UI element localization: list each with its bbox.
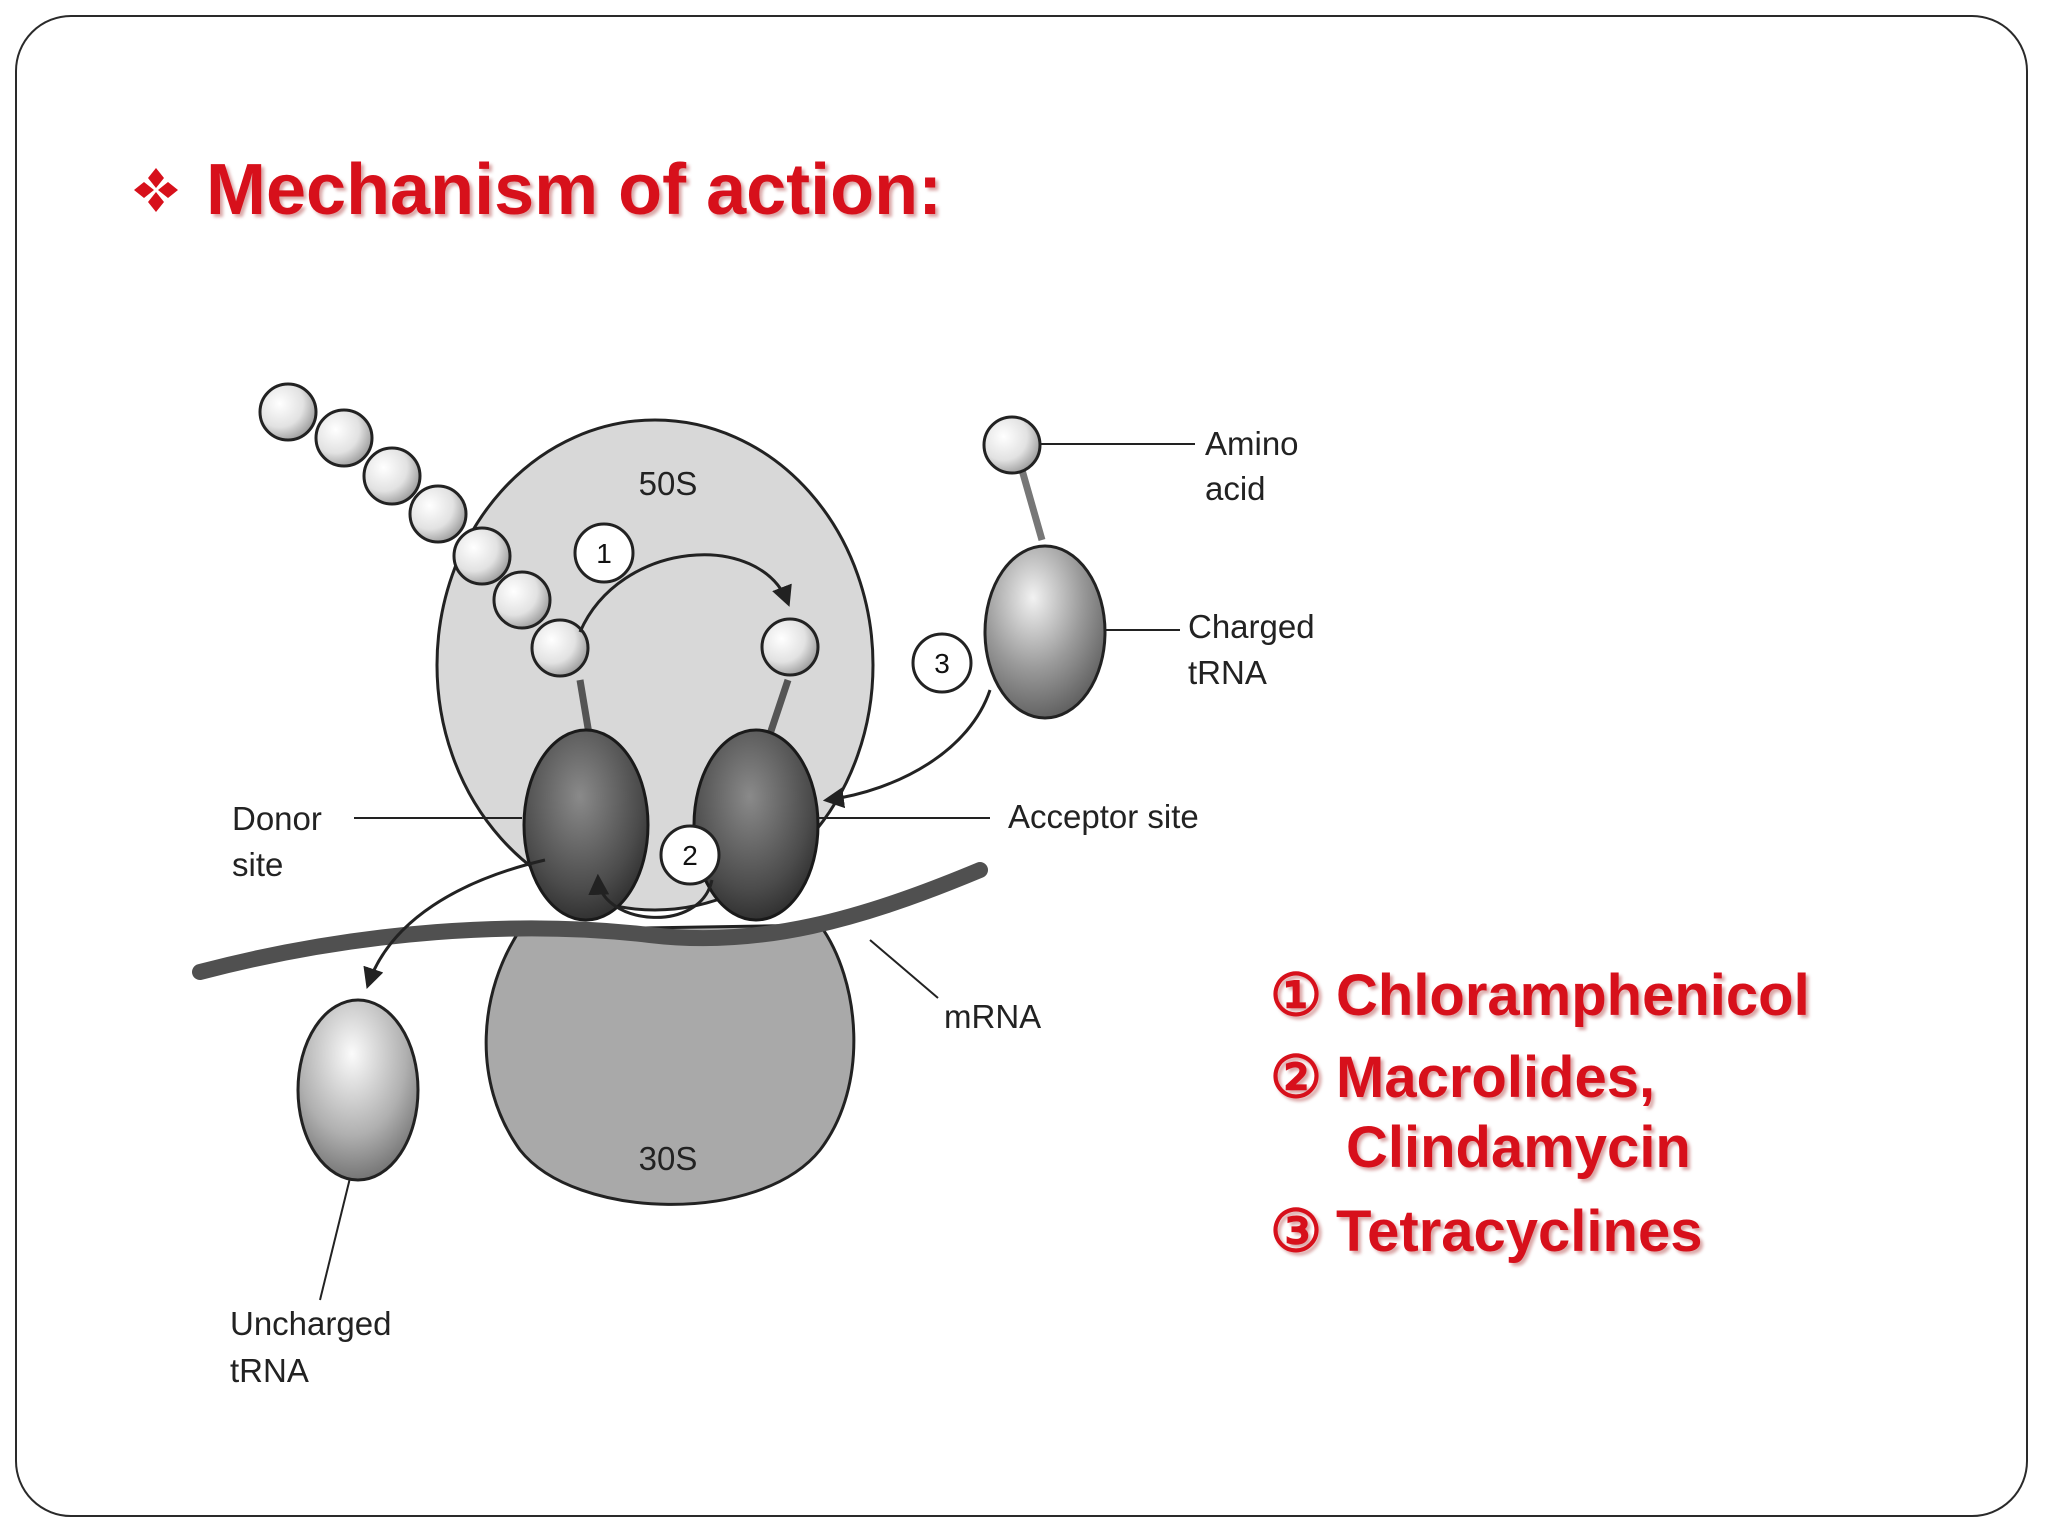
free-amino-acid (982, 415, 1042, 475)
slide-title-text: Mechanism of action: (206, 150, 943, 230)
label-mrna: mRNA (944, 998, 1041, 1035)
label-amino-acid: Amino acid (1205, 425, 1308, 507)
drug-item-3-text: Tetracyclines (1336, 1199, 1703, 1264)
step-2-arrow (588, 873, 714, 919)
four-diamond-bullet-icon (134, 168, 178, 212)
drug-item-1-text: Chloramphenicol (1336, 963, 1810, 1028)
slide-title: Mechanism of action: (132, 150, 942, 230)
step-1-arrow (578, 553, 792, 633)
acceptor-site-trna (692, 728, 820, 922)
peptide-chain (258, 382, 590, 678)
svg-text:2: 2 (682, 840, 698, 871)
donor-site-trna (522, 728, 650, 922)
label-acceptor-site: Acceptor site (1008, 798, 1199, 835)
label-30s: 30S (639, 1140, 698, 1177)
ribosome-30s-subunit (484, 923, 856, 1206)
step-1-badge: 1 (573, 522, 635, 584)
label-donor-site: Donor site (232, 800, 331, 883)
label-charged-trna: Charged tRNA (1188, 608, 1324, 691)
acceptor-amino-acid (760, 617, 820, 677)
step-3-badge: 3 (911, 632, 973, 694)
svg-text:3: 3 (934, 648, 950, 679)
drug-item-2-continuation: Clindamycin (1346, 1115, 1691, 1180)
drug-item-3-number: ③ (1270, 1199, 1322, 1264)
step-3-arrow (822, 689, 992, 809)
drug-item-2-text: Macrolides, (1336, 1045, 1656, 1110)
step-2-badge: 2 (659, 824, 721, 886)
trna-exit-arrow (363, 858, 546, 989)
label-uncharged-trna: Uncharged tRNA (230, 1305, 401, 1389)
drug-item-1-number: ① (1270, 963, 1322, 1028)
svg-text:1: 1 (596, 538, 612, 569)
slide-frame (15, 15, 2028, 1517)
charged-trna (983, 544, 1107, 720)
uncharged-trna (296, 998, 420, 1182)
drug-item-2-number: ② (1270, 1045, 1322, 1110)
mrna-strand (192, 862, 988, 980)
label-50s: 50S (639, 465, 698, 502)
